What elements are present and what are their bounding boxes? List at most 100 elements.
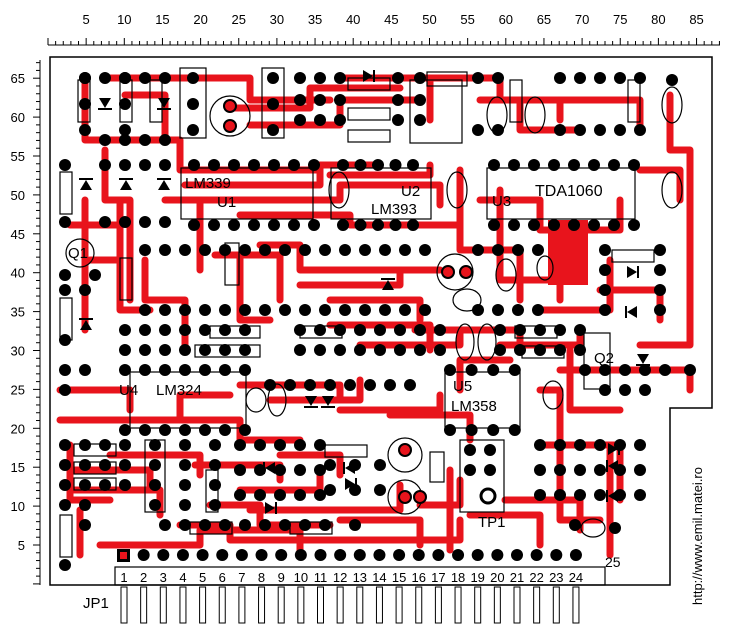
pin-number-label: 9 [278,570,285,585]
solder-pad [209,499,221,511]
solder-pad [308,159,320,171]
solder-pad [574,464,586,476]
solder-pad [628,219,640,231]
solder-pad [279,519,291,531]
solder-pad [79,124,91,136]
left-ruler-label: 5 [18,538,25,553]
pin-number-label: 8 [258,570,265,585]
website-url: http://www.emil.matei.ro [690,467,705,605]
top-ruler-label: 75 [613,12,627,27]
solder-pad [79,499,91,511]
solder-pad [139,134,151,146]
solder-pad [574,439,586,451]
solder-pad [59,364,71,376]
solder-pad [414,114,426,126]
solder-pad [99,159,111,171]
top-ruler-label: 35 [308,12,322,27]
solder-pad [594,489,606,501]
solder-pad [614,124,626,136]
solder-pad [159,364,171,376]
solder-pad [139,159,151,171]
solder-pad [119,159,131,171]
solder-pad [228,159,240,171]
component-lead-pad [441,265,455,279]
solder-pad [159,244,171,256]
solder-pad [199,304,211,316]
pin-number-label: 15 [392,570,406,585]
solder-pad [119,459,131,471]
pin-number-label: 14 [372,570,386,585]
solder-pad [179,479,191,491]
component-lead-pad [223,119,237,133]
solder-pad [119,124,131,136]
top-ruler-label: 5 [83,12,90,27]
solder-pad [139,72,151,84]
solder-pad [187,124,199,136]
solder-pad [99,459,111,471]
solder-pad [179,499,191,511]
solder-pad [268,159,280,171]
solder-pad [508,424,521,436]
left-ruler-label: 60 [11,110,25,125]
solder-pad [432,549,445,561]
solder-pad [492,244,504,256]
solder-pad [514,324,526,336]
solder-pad [79,479,91,491]
solder-pad [79,459,91,471]
solder-pad [149,499,161,511]
top-ruler-label: 65 [537,12,551,27]
solder-pad [614,72,626,84]
solder-pad [353,549,366,561]
solder-pad [666,74,678,86]
solder-pad [294,94,306,106]
solder-pad [530,549,543,561]
solder-pad [472,72,484,84]
solder-pad [534,324,546,336]
solder-pad [619,384,631,396]
solder-pad [159,72,171,84]
pin-number-label: 1 [120,570,127,585]
solder-pad [354,159,367,171]
solder-pad [239,324,251,336]
left-ruler-label: 15 [11,460,25,475]
top-ruler-label: 10 [117,12,131,27]
board-outline [49,56,713,586]
solder-pad [239,424,251,436]
solder-pad [119,439,131,451]
solder-pad [159,344,171,356]
solder-pad [314,439,326,451]
solder-pad [472,304,484,316]
solder-pad [79,284,91,296]
solder-pad [554,489,566,501]
solder-pad [99,72,111,84]
solder-pad [235,549,248,561]
solder-pad [294,439,306,451]
solder-pad [548,219,560,231]
top-ruler-label: 50 [422,12,436,27]
q2-label: Q2 [594,350,614,367]
solder-pad [414,72,426,84]
solder-pad [314,72,326,84]
top-ruler-label: 80 [651,12,665,27]
solder-pad [599,304,611,316]
header-pin [533,586,541,624]
solder-pad [634,72,646,84]
solder-pad [511,549,523,561]
pin-number-label: 7 [238,570,245,585]
solder-pad [554,324,566,336]
solder-pad [588,159,600,171]
solder-pad [314,464,326,476]
solder-pad [119,344,131,356]
solder-pad [248,219,260,231]
solder-pad [609,522,621,534]
solder-pad [279,244,291,256]
solder-pad [374,484,386,496]
header-pin [454,586,462,624]
pin-number-label: 20 [490,570,504,585]
solder-pad [199,519,211,531]
solder-pad [634,124,646,136]
solder-pad [639,384,651,396]
pin-25-label: 25 [605,554,621,570]
solder-pad [294,549,307,561]
